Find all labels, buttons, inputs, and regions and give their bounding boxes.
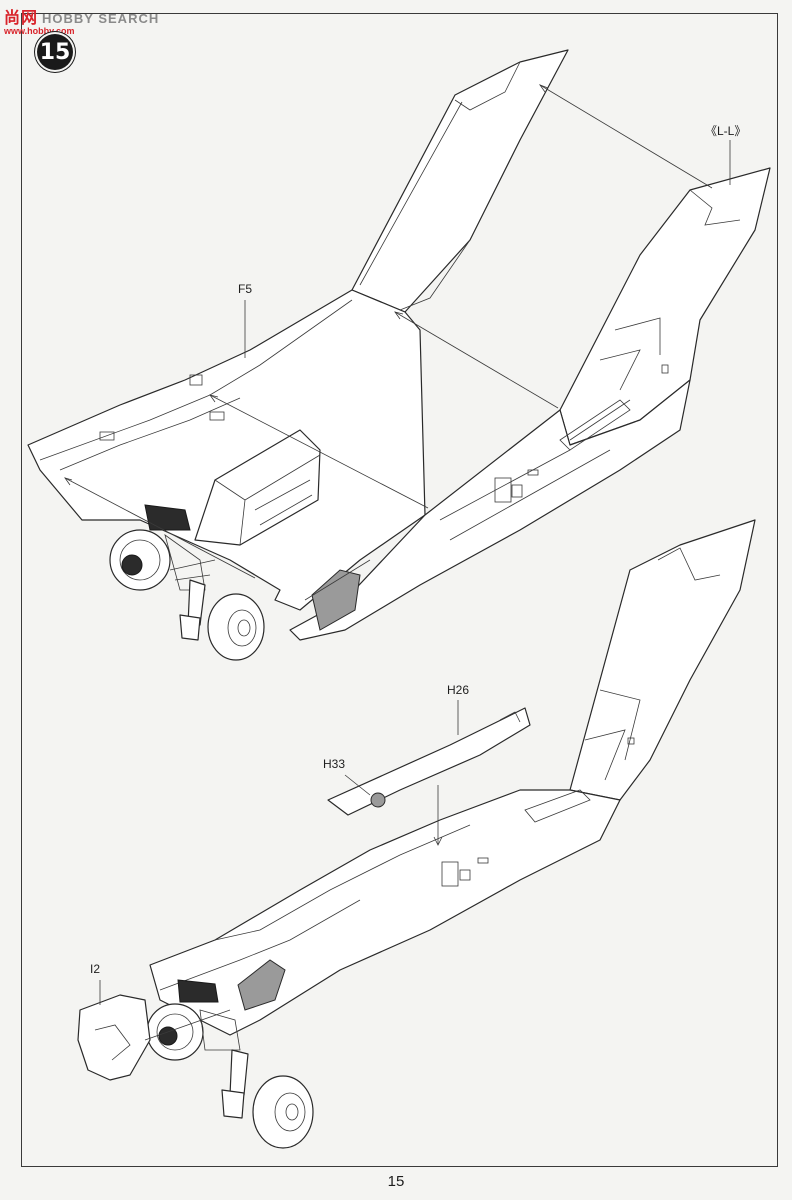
part-h33-knob (370, 792, 386, 808)
lower-cockpit-opening (237, 959, 286, 1011)
watermark: 尚网 HOBBY SEARCH www.hobby.com (4, 4, 159, 36)
part-h26-panel (327, 707, 531, 816)
cockpit-opening (311, 569, 361, 631)
watermark-brand-en: HOBBY SEARCH (42, 11, 160, 26)
engine-assembly (109, 504, 216, 591)
page-frame (21, 13, 778, 1167)
tail-fin-left (351, 49, 569, 313)
page-number: 15 (387, 1173, 405, 1190)
fuselage-left-half-f5 (27, 289, 426, 611)
upper-assembly (27, 49, 771, 661)
lower-landing-gear (221, 1049, 314, 1149)
watermark-brand-cn: 尚网 (4, 10, 39, 27)
guide-lines-upper (64, 84, 731, 579)
part-label-f5: F5 (238, 282, 253, 296)
step-number-badge: 15 (37, 34, 73, 70)
part-label-i2: I2 (90, 962, 101, 976)
fuselage-right-half (289, 379, 691, 641)
part-label-h33: H33 (323, 757, 346, 771)
lower-engine-assembly (146, 979, 241, 1061)
lower-tail-fin (569, 519, 756, 801)
lower-fuselage (149, 789, 621, 1036)
part-label-h26: H26 (447, 683, 470, 697)
part-label-l-l: 《L-L》 (705, 124, 747, 138)
main-landing-gear (179, 579, 265, 661)
part-i2-nose-cowl (77, 994, 151, 1081)
lower-assembly (77, 519, 756, 1149)
watermark-domain: www.hobby.com (4, 26, 75, 36)
